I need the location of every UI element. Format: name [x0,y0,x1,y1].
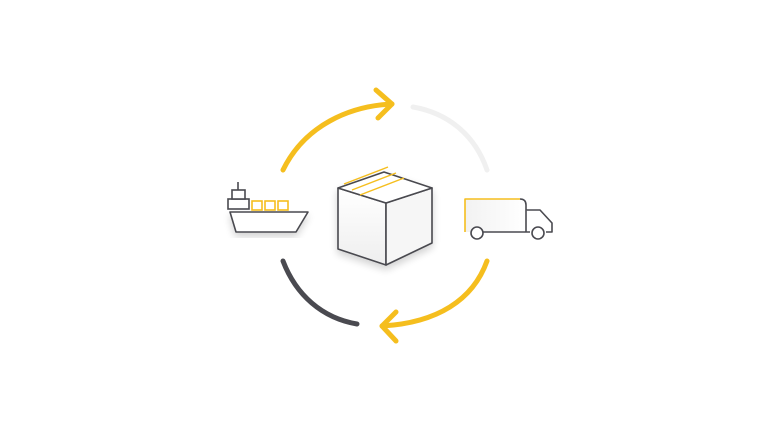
arc-bottom-left [280,258,360,327]
package-box-icon [337,166,433,266]
arc-top-left [280,101,395,173]
arrowhead-bottom-right-icon [379,309,399,344]
delivery-truck-icon [464,198,553,240]
cargo-ship-icon [227,182,309,233]
arrowhead-top-left-icon [373,87,395,121]
arc-bottom-right [379,258,490,329]
arc-top-right [410,104,490,173]
